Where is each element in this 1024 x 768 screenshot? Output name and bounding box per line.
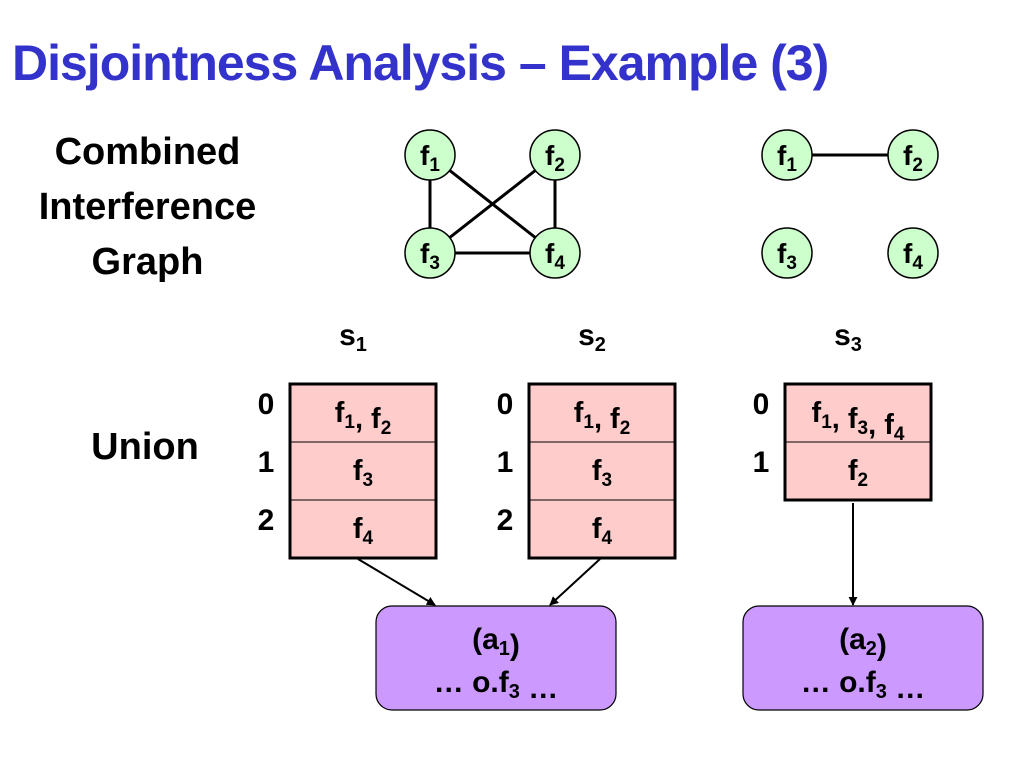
access-expr-a1: … o.f3 …	[434, 666, 558, 705]
node-label-f2: f2	[903, 140, 923, 176]
node-f3	[404, 227, 456, 279]
node-f2	[887, 129, 939, 181]
slide-title: Disjointness Analysis – Example (3)	[12, 35, 829, 91]
node-label-f3: f3	[420, 238, 440, 274]
union-set-s3: s3 0 f1, f3, f4 1 f2	[753, 319, 933, 502]
cell-fields-s1-0: f1, f2	[335, 397, 392, 439]
node-label-f3: f3	[777, 238, 797, 274]
row-index-s1-0: 0	[258, 388, 275, 421]
access-rect-a1	[375, 605, 617, 711]
set-border-s3	[783, 382, 933, 502]
row-index-s1-2: 2	[258, 504, 275, 537]
node-f2	[529, 129, 581, 181]
arrow-s1-to-a1	[357, 558, 436, 606]
access-rect-a2	[742, 605, 984, 711]
set-border-s1	[288, 382, 438, 560]
node-f1	[761, 129, 813, 181]
set-cell-s1-2	[289, 499, 437, 559]
union-label: Union	[91, 426, 199, 468]
node-f3	[761, 227, 813, 279]
set-name-s1: s1	[339, 319, 367, 356]
access-box-a1: (a1) … o.f3 …	[375, 605, 617, 711]
access-expr-a2: … o.f3 …	[801, 666, 925, 705]
node-label-f1: f1	[420, 140, 440, 176]
access-label-a1: (a1)	[472, 623, 520, 662]
node-label-f1: f1	[777, 140, 797, 176]
set-name-s3: s3	[834, 319, 862, 356]
node-f1	[404, 129, 456, 181]
union-set-s1: s1 0 f1, f2 1 f3 2 f4	[258, 319, 438, 560]
cell-fields-s1-2: f4	[353, 513, 374, 549]
node-label-f2: f2	[545, 140, 565, 176]
interference-graph-2: f1 f2 f3 f4	[761, 129, 939, 279]
cell-fields-s2-2: f4	[592, 513, 613, 549]
set-cell-s1-1	[289, 441, 437, 501]
cell-fields-s2-1: f3	[592, 455, 612, 491]
set-cell-s2-0	[528, 383, 676, 443]
arrow-s2-to-a1	[549, 558, 601, 606]
label-line-3: Graph	[91, 241, 204, 283]
set-cell-s2-1	[528, 441, 676, 501]
interference-graph-1: f1 f2 f3 f4	[404, 129, 581, 279]
node-f4	[887, 227, 939, 279]
cell-fields-s3-1: f2	[848, 455, 868, 491]
cell-fields-s2-0: f1, f2	[574, 397, 631, 439]
node-f4	[529, 227, 581, 279]
row-index-s3-1: 1	[753, 446, 770, 479]
label-line-1: Combined	[54, 131, 241, 173]
combined-interference-graph-label: Combined Interference Graph	[30, 125, 265, 290]
set-cell-s1-0	[289, 383, 437, 443]
edge-f2-f3	[429, 153, 556, 255]
row-index-s2-0: 0	[497, 388, 514, 421]
row-index-s3-0: 0	[753, 388, 770, 421]
set-name-s2: s2	[578, 319, 606, 356]
access-box-a2: (a2) … o.f3 …	[742, 605, 984, 711]
row-index-s2-1: 1	[497, 446, 514, 479]
set-border-s2	[527, 382, 677, 560]
node-label-f4: f4	[545, 238, 565, 274]
node-label-f4: f4	[903, 238, 923, 274]
row-index-s2-2: 2	[497, 504, 514, 537]
row-index-s1-1: 1	[258, 446, 275, 479]
cell-fields-s3-0: f1, f3, f4	[812, 397, 905, 445]
label-line-2: Interference	[38, 186, 257, 228]
access-label-a2: (a2)	[839, 623, 887, 662]
cell-fields-s1-1: f3	[353, 455, 373, 491]
union-set-s2: s2 0 f1, f2 1 f3 2 f4	[497, 319, 677, 560]
